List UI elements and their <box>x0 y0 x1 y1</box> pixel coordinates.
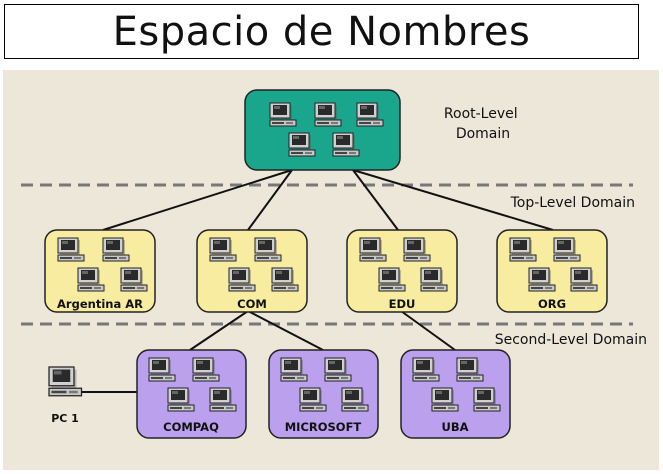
microsoft-domain-label: MICROSOFT <box>285 420 362 434</box>
edu-domain-label: EDU <box>389 297 416 311</box>
dns-namespace-diagram: Argentina AR COM EDU ORG COMPAQ <box>21 89 647 439</box>
pc1-label: PC 1 <box>51 412 79 425</box>
compaq-domain-label: COMPAQ <box>163 420 219 434</box>
root-level-label: Root-Level Domain <box>444 106 522 142</box>
edu-domain-node: EDU <box>346 229 458 313</box>
root-level-label-line2: Domain <box>456 126 510 142</box>
com-domain-label: COM <box>237 297 267 311</box>
pc1-node: PC 1 <box>48 366 83 425</box>
title-box: Espacio de Nombres <box>4 4 639 59</box>
connector-lines <box>79 169 554 393</box>
diagram-panel: Argentina AR COM EDU ORG COMPAQ <box>3 70 659 470</box>
compaq-domain-node: COMPAQ <box>136 349 247 439</box>
argentina-domain-label: Argentina AR <box>57 297 143 311</box>
root-level-label-line1: Root-Level <box>444 106 518 122</box>
computer-icon <box>48 366 83 397</box>
argentina-domain-node: Argentina AR <box>44 229 156 313</box>
org-domain-node: ORG <box>496 229 608 313</box>
com-domain-node: COM <box>196 229 308 313</box>
root-domain-node <box>244 89 401 171</box>
second-level-label: Second-Level Domain <box>495 332 647 348</box>
uba-domain-node: UBA <box>400 349 511 439</box>
top-level-label: Top-Level Domain <box>510 195 635 211</box>
microsoft-domain-node: MICROSOFT <box>268 349 379 439</box>
org-domain-label: ORG <box>538 297 566 311</box>
uba-domain-label: UBA <box>441 420 468 434</box>
root-domain-box <box>244 89 401 171</box>
page-title: Espacio de Nombres <box>112 8 531 55</box>
